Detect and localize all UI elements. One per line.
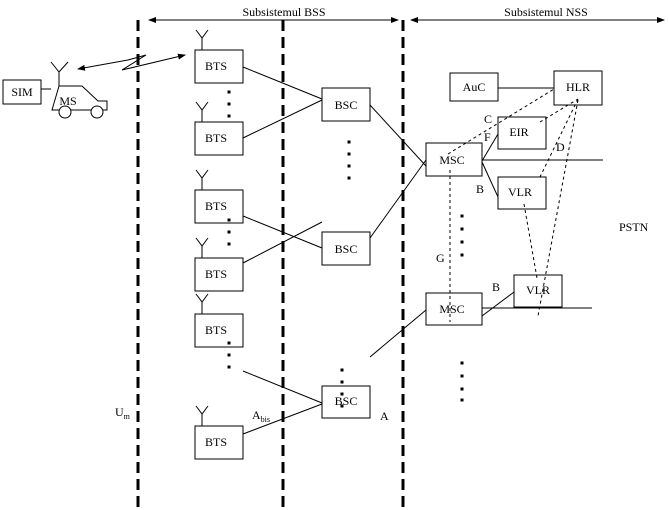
sim-label: SIM (11, 85, 33, 99)
interface-d-label: D (556, 140, 565, 154)
bts-6: BTS (194, 405, 244, 460)
msc-2: MSC (425, 292, 483, 326)
dot (227, 114, 231, 118)
vlr-2: VLR (513, 274, 563, 308)
dot (227, 230, 231, 234)
svg-text:VLR: VLR (526, 283, 550, 297)
dot (460, 240, 464, 244)
dot (460, 398, 464, 402)
interface-um-label: Um (115, 405, 131, 421)
dot (460, 214, 464, 218)
dot (460, 361, 464, 365)
dot (340, 380, 344, 384)
sim-box (2, 79, 42, 105)
bts-4: BTS (194, 237, 244, 292)
ellipsis-dots (227, 90, 464, 408)
vlr-1: VLR (497, 176, 547, 210)
dot (347, 152, 351, 156)
dot (227, 218, 231, 222)
interface-g-label: G (436, 251, 445, 265)
svg-text:BTS: BTS (205, 323, 227, 337)
svg-text:BSC: BSC (335, 394, 358, 408)
ms-label: MS (59, 94, 76, 108)
interface-b-label-1: B (476, 182, 484, 196)
svg-text:MSC: MSC (439, 153, 464, 167)
svg-text:BTS: BTS (205, 131, 227, 145)
interface-b-label-2: B (492, 280, 500, 294)
msc-1: MSC (425, 142, 483, 177)
dot (227, 90, 231, 94)
dot (347, 164, 351, 168)
svg-text:BTS: BTS (205, 267, 227, 281)
dot (340, 404, 344, 408)
bts-2: BTS (194, 101, 244, 156)
svg-text:BSC: BSC (335, 98, 358, 112)
dot (347, 140, 351, 144)
radio-link (77, 53, 186, 71)
svg-text:MSC: MSC (439, 302, 464, 316)
bts-3: BTS (194, 169, 244, 224)
bss-header: Subsistemul BSS (242, 5, 325, 19)
bts-1: BTS (194, 29, 244, 84)
dot (347, 176, 351, 180)
svg-text:VLR: VLR (508, 185, 532, 199)
svg-text:AuC: AuC (463, 80, 486, 94)
dot (460, 227, 464, 231)
interface-a-label: A (380, 409, 389, 423)
dot (460, 374, 464, 378)
dot (227, 242, 231, 246)
dot (460, 253, 464, 257)
dot (460, 387, 464, 391)
interface-c-label: C (484, 112, 492, 126)
bsc-1: BSC (321, 87, 371, 122)
dot (227, 353, 231, 357)
pstn-label: PSTN (619, 220, 649, 234)
interface-f-label: F (484, 130, 491, 144)
dot (227, 102, 231, 106)
auc: AuC (449, 72, 499, 102)
svg-text:EIR: EIR (509, 125, 528, 139)
svg-text:BTS: BTS (205, 59, 227, 73)
nss-header: Subsistemul NSS (504, 5, 588, 19)
interface-abis-label: Abis (252, 408, 270, 424)
bsc-2: BSC (321, 231, 371, 266)
svg-text:HLR: HLR (566, 80, 590, 94)
svg-text:BTS: BTS (205, 435, 227, 449)
dot (340, 392, 344, 396)
dot (227, 341, 231, 345)
dot (340, 368, 344, 372)
eir: EIR (497, 116, 547, 150)
ms-car-icon (50, 61, 108, 119)
svg-text:BSC: BSC (335, 242, 358, 256)
bts-5: BTS (194, 293, 244, 348)
svg-text:BTS: BTS (205, 199, 227, 213)
dot (227, 365, 231, 369)
bsc-3: BSC (321, 385, 371, 419)
